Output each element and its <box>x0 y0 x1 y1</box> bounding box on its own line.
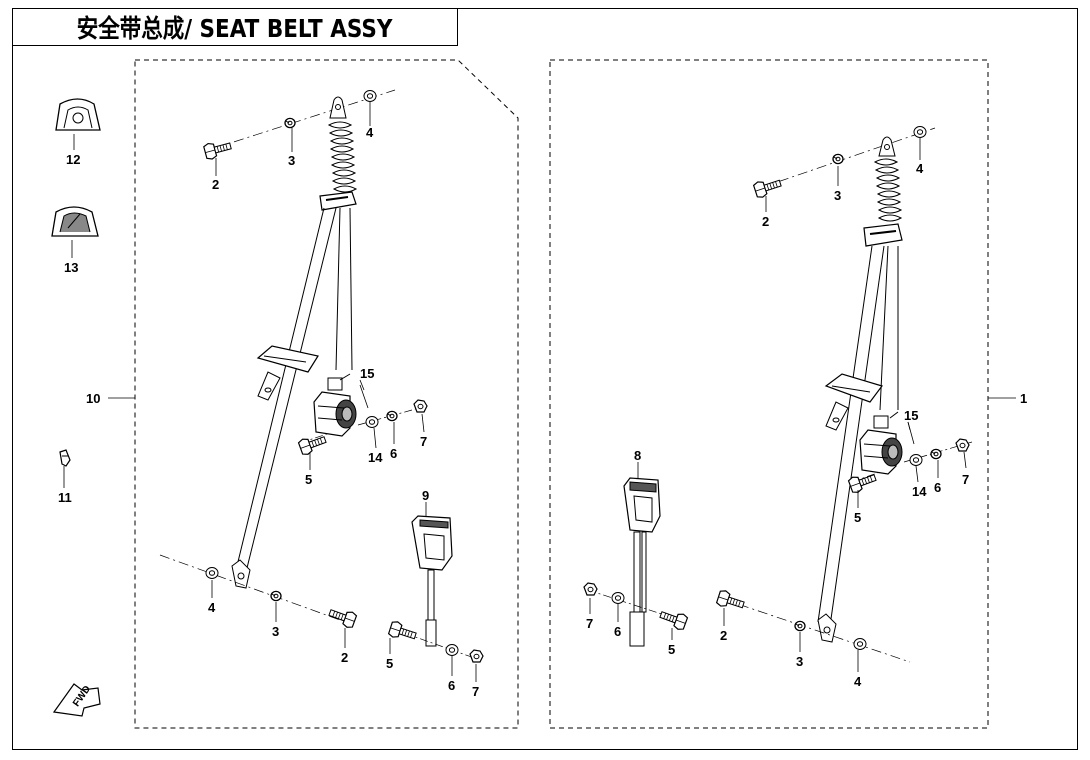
clip-part-11 <box>59 449 71 467</box>
callout-3: 3 <box>796 654 803 669</box>
callout-2: 2 <box>762 214 769 229</box>
cover-part-12 <box>55 98 101 131</box>
title-box: 安全带总成/ SEAT BELT ASSY <box>12 8 458 46</box>
right-buckle <box>583 477 689 647</box>
cover-part-13 <box>51 206 99 237</box>
callout-4: 4 <box>208 600 216 615</box>
callout-8: 8 <box>634 448 641 463</box>
right-assembly-frame <box>549 59 989 729</box>
left-tongue-plate <box>256 345 319 401</box>
callout-2: 2 <box>212 177 219 192</box>
callout-2: 2 <box>720 628 727 643</box>
callout-6: 6 <box>934 480 941 495</box>
right-retractor <box>847 411 973 495</box>
callout-6: 6 <box>448 678 455 693</box>
callout-5: 5 <box>305 472 312 487</box>
callout-3: 3 <box>272 624 279 639</box>
callout-13: 13 <box>64 260 78 275</box>
callout-9: 9 <box>422 488 429 503</box>
page-title: 安全带总成/ SEAT BELT ASSY <box>77 14 393 43</box>
callout-3: 3 <box>834 188 841 203</box>
callout-12: 12 <box>66 152 80 167</box>
right-belt-webbing <box>817 245 899 627</box>
callout-1: 1 <box>1020 391 1027 406</box>
left-retractor <box>297 373 431 457</box>
callout-15: 15 <box>904 408 918 423</box>
callout-2: 2 <box>341 650 348 665</box>
callout-10: 10 <box>86 391 100 406</box>
callout-3: 3 <box>288 153 295 168</box>
left-belt-webbing <box>235 207 353 573</box>
callout-7: 7 <box>472 684 479 699</box>
leader-lines <box>63 102 1016 682</box>
callout-14: 14 <box>912 484 927 499</box>
callout-5: 5 <box>386 656 393 671</box>
callout-7: 7 <box>586 616 593 631</box>
callout-5: 5 <box>668 642 675 657</box>
left-upper-anchor-assembly <box>202 89 396 211</box>
left-buckle <box>387 515 484 663</box>
callout-numbers: 4 3 2 15 5 14 6 7 9 4 3 2 5 6 7 4 3 2 15… <box>58 125 1027 699</box>
right-lower-anchor <box>715 588 911 663</box>
callout-6: 6 <box>390 446 397 461</box>
callout-6: 6 <box>614 624 621 639</box>
left-lower-anchor <box>159 554 358 630</box>
callout-4: 4 <box>854 674 862 689</box>
right-tongue-plate <box>824 373 883 431</box>
callout-11: 11 <box>58 490 72 505</box>
callout-7: 7 <box>962 472 969 487</box>
right-upper-anchor-assembly <box>752 126 936 247</box>
callout-15: 15 <box>360 366 374 381</box>
callout-4: 4 <box>916 161 924 176</box>
callout-5: 5 <box>854 510 861 525</box>
fwd-arrow-icon: FWD <box>52 683 101 717</box>
drawing-frame <box>12 8 1078 750</box>
callout-14: 14 <box>368 450 383 465</box>
callout-7: 7 <box>420 434 427 449</box>
callout-4: 4 <box>366 125 374 140</box>
left-assembly-frame <box>134 59 519 729</box>
